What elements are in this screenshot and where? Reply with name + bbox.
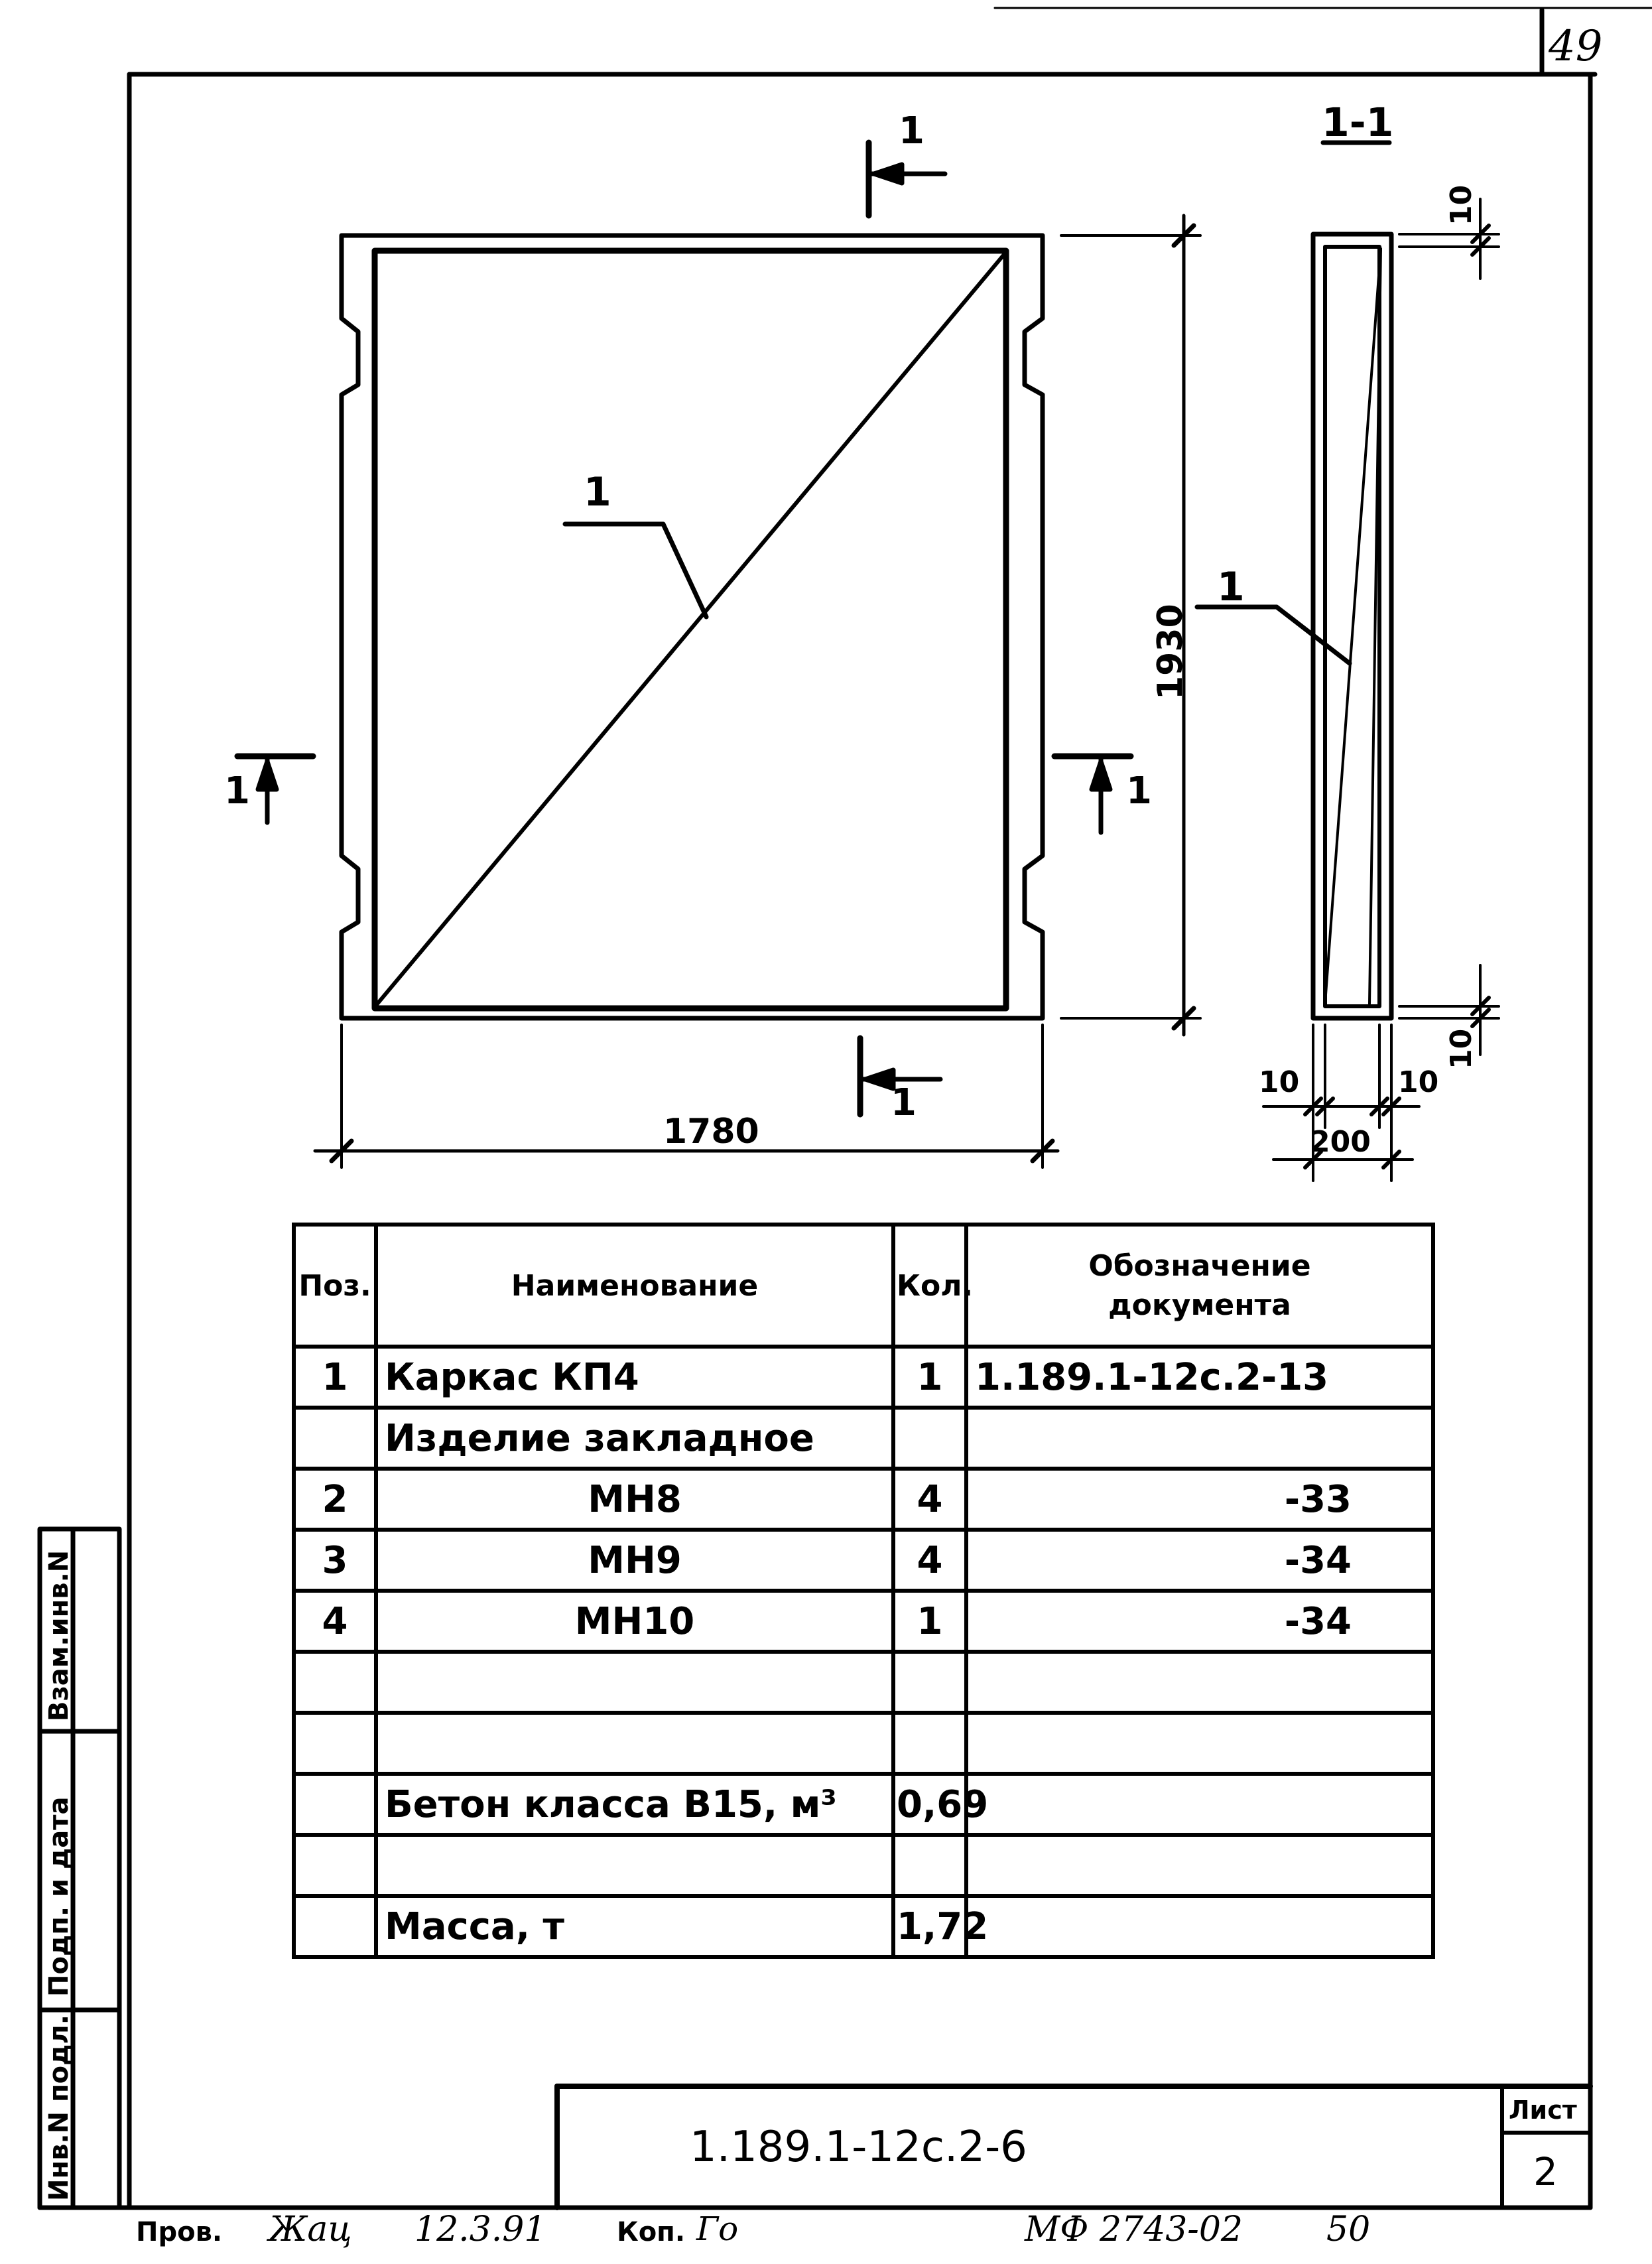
dimension-section-offset-left: 10 <box>1259 1065 1300 1099</box>
cell-doc: -33 <box>964 1467 1435 1532</box>
cell-pos: 4 <box>292 1589 378 1654</box>
table-row: Изделие закладное <box>292 1406 1435 1471</box>
cell-qty: 1 <box>891 1589 968 1654</box>
cell-name: Масса, т <box>374 1894 895 1959</box>
cell-pos: 3 <box>292 1528 378 1593</box>
leader-section <box>1194 604 1352 666</box>
section-mark-top: 1 <box>899 109 924 153</box>
copy-signature: Го <box>696 2210 739 2248</box>
cell-name <box>374 1833 895 1898</box>
cell-doc <box>964 1650 1435 1715</box>
cell-qty <box>891 1833 968 1898</box>
header-name: Наименование <box>374 1223 895 1349</box>
cell-name: Изделие закладное <box>374 1406 895 1471</box>
archive-code: МФ 2743-02 <box>1025 2210 1243 2249</box>
cell-doc: 1.189.1-12с.2-13 <box>964 1345 1435 1410</box>
cell-doc <box>964 1711 1435 1776</box>
table-row <box>292 1650 1435 1715</box>
archive-number: 50 <box>1326 2210 1371 2249</box>
cell-pos <box>292 1772 378 1837</box>
panel-outline <box>339 233 1045 1021</box>
leader-front <box>562 521 709 620</box>
cell-doc <box>964 1406 1435 1471</box>
section-mark-bottom: 1 <box>891 1081 917 1124</box>
position-label-section: 1 <box>1217 564 1245 610</box>
cell-qty: 1 <box>891 1345 968 1410</box>
cell-doc <box>964 1894 1435 1959</box>
section-title: 1-1 <box>1322 100 1394 146</box>
cell-pos: 2 <box>292 1467 378 1532</box>
copy-label: Коп. <box>617 2217 686 2247</box>
header-doc-line-2: документа <box>1108 1288 1291 1322</box>
cell-name: Бетон класса В15, м³ <box>374 1772 895 1837</box>
side-stamp-inv-podl: Инв.N подл. <box>44 2015 74 2201</box>
cell-qty <box>891 1406 968 1471</box>
position-label-front: 1 <box>584 469 611 515</box>
cell-pos <box>292 1650 378 1715</box>
side-stamp-frame <box>37 1526 122 2210</box>
side-stamp-podp-data: Подп. и дата <box>44 1796 74 1997</box>
section-mark-left: 1 <box>224 769 250 813</box>
checked-label: Пров. <box>136 2217 223 2247</box>
header-qty: Кол. <box>891 1223 973 1349</box>
dimension-section-bottom: 10 <box>1444 1028 1478 1069</box>
cell-pos: 1 <box>292 1345 378 1410</box>
dimension-section-width: 200 <box>1310 1125 1371 1159</box>
checked-signature: Жац <box>269 2210 352 2249</box>
cell-qty: 1,72 <box>891 1894 988 1959</box>
cell-doc: -34 <box>964 1528 1435 1593</box>
specification-table: Поз. Наименование Кол. Обозначение докум… <box>292 1223 1435 1959</box>
cell-name: Каркас КП4 <box>374 1345 895 1410</box>
cell-name: МН10 <box>374 1589 895 1654</box>
sheet-number: 2 <box>1533 2149 1558 2194</box>
header-pos: Поз. <box>292 1223 378 1349</box>
document-designation: 1.189.1-12с.2-6 <box>690 2123 1027 2172</box>
dimension-width: 1780 <box>663 1112 759 1152</box>
cell-doc: -34 <box>964 1589 1435 1654</box>
section-outer <box>1310 232 1394 1021</box>
sheet-label: Лист <box>1509 2096 1577 2125</box>
panel-inner-frame <box>371 247 1009 1012</box>
cell-qty: 4 <box>891 1528 968 1593</box>
section-mark-right: 1 <box>1126 769 1152 813</box>
cell-qty: 4 <box>891 1467 968 1532</box>
cell-doc <box>964 1772 1435 1837</box>
cell-name <box>374 1650 895 1715</box>
dimension-section-top: 10 <box>1444 184 1478 226</box>
table-header-row: Поз. Наименование Кол. Обозначение докум… <box>292 1223 1435 1349</box>
cell-pos <box>292 1711 378 1776</box>
section-inner <box>1323 245 1381 1008</box>
cell-name <box>374 1711 895 1776</box>
checked-date: 12.3.91 <box>414 2210 546 2249</box>
cell-doc <box>964 1833 1435 1898</box>
cell-qty <box>891 1650 968 1715</box>
page-number: 49 <box>1549 22 1603 71</box>
cell-pos <box>292 1833 378 1898</box>
dimension-section-offset-right: 10 <box>1398 1065 1439 1099</box>
cell-name: МН9 <box>374 1528 895 1593</box>
cell-qty <box>891 1711 968 1776</box>
cell-pos <box>292 1406 378 1471</box>
cell-qty: 0,69 <box>891 1772 988 1837</box>
table-row <box>292 1833 1435 1898</box>
header-doc-line-1: Обозначение <box>1088 1248 1311 1283</box>
side-stamp-vzam-inv: Взам.инв.N <box>44 1550 74 1721</box>
dimension-height: 1930 <box>1151 604 1190 700</box>
frame-diagonal <box>373 250 1008 1009</box>
table-row <box>292 1711 1435 1776</box>
header-doc: Обозначение документа <box>964 1223 1435 1349</box>
cell-name: МН8 <box>374 1467 895 1532</box>
cell-pos <box>292 1894 378 1959</box>
